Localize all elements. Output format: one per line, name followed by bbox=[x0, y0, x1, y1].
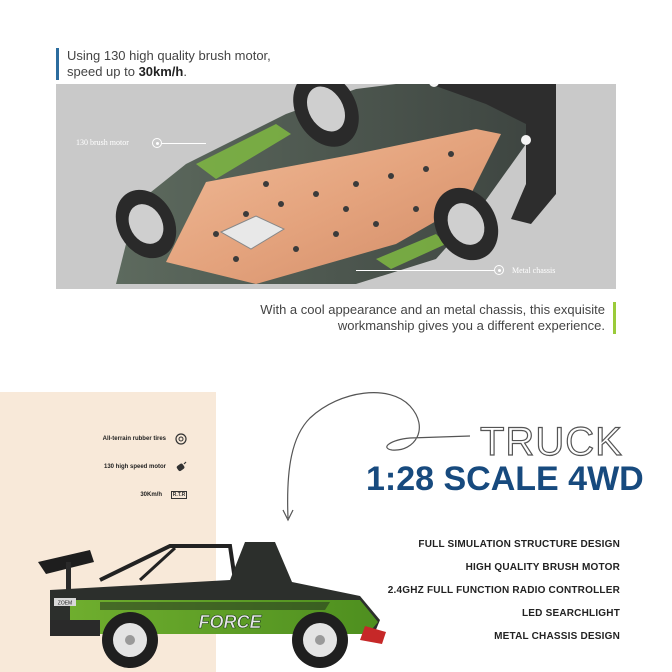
chassis-photo-panel: 130 brush motor Metal chassis bbox=[56, 84, 616, 289]
chassis-description: With a cool appearance and an metal chas… bbox=[260, 302, 616, 334]
feature-list: FULL SIMULATION STRUCTURE DESIGN HIGH QU… bbox=[388, 537, 620, 652]
truck-heading: TRUCK bbox=[479, 419, 623, 464]
callout-metal-chassis-line bbox=[356, 270, 494, 271]
feature-item: LED SEARCHLIGHT bbox=[522, 608, 620, 619]
wheel-rear bbox=[102, 612, 158, 668]
spec-label-speed: 30Km/h bbox=[140, 492, 162, 498]
license-plate: ZOEM bbox=[58, 601, 72, 607]
callout-metal-chassis-label: Metal chassis bbox=[512, 266, 556, 275]
spec-row-motor: 130 high speed motor bbox=[104, 460, 188, 474]
wheel-front-right bbox=[433, 187, 499, 261]
spec-row-speed: 30Km/h R.T.R bbox=[140, 488, 188, 502]
intro-text: Using 130 high quality brush motor, spee… bbox=[56, 48, 271, 80]
motor-icon bbox=[174, 461, 188, 473]
swirl-arrow-icon bbox=[282, 392, 471, 522]
spec-label-tires: All-terrain rubber tires bbox=[102, 436, 166, 442]
scale-heading: 1:28 SCALE 4WD bbox=[366, 460, 644, 498]
callout-brush-motor-line bbox=[162, 143, 206, 144]
chassis-description-line-1: With a cool appearance and an metal chas… bbox=[260, 302, 605, 317]
feature-item: 2.4GHZ FULL FUNCTION RADIO CONTROLLER bbox=[387, 585, 620, 596]
feature-item: METAL CHASSIS DESIGN bbox=[494, 631, 620, 642]
callout-brush-motor-label: 130 brush motor bbox=[76, 138, 129, 147]
feature-item: HIGH QUALITY BRUSH MOTOR bbox=[465, 562, 620, 573]
feature-item: FULL SIMULATION STRUCTURE DESIGN bbox=[418, 539, 620, 550]
chassis-description-line-2: workmanship gives you a different experi… bbox=[337, 318, 605, 333]
wheel-front bbox=[292, 612, 348, 668]
chassis-underside-image bbox=[115, 84, 556, 284]
spec-row-tires: All-terrain rubber tires bbox=[103, 432, 188, 446]
tire-icon bbox=[174, 433, 188, 445]
wheel-rear-left bbox=[115, 189, 177, 259]
intro-line-1: Using 130 high quality brush motor, bbox=[67, 48, 271, 63]
truck-side-image: ZOEM FORCE bbox=[38, 542, 386, 668]
callout-metal-chassis-dot bbox=[494, 265, 504, 275]
intro-line-2: speed up to 30km/h. bbox=[67, 64, 187, 79]
wheel-front-left bbox=[293, 84, 359, 147]
callout-brush-motor-dot bbox=[152, 138, 162, 148]
speed-value: 30km/h bbox=[138, 64, 184, 79]
speedometer-icon: R.T.R bbox=[170, 489, 188, 501]
force-decal: FORCE bbox=[199, 612, 263, 632]
rtr-badge: R.T.R bbox=[170, 491, 188, 499]
spec-label-motor: 130 high speed motor bbox=[103, 464, 166, 470]
